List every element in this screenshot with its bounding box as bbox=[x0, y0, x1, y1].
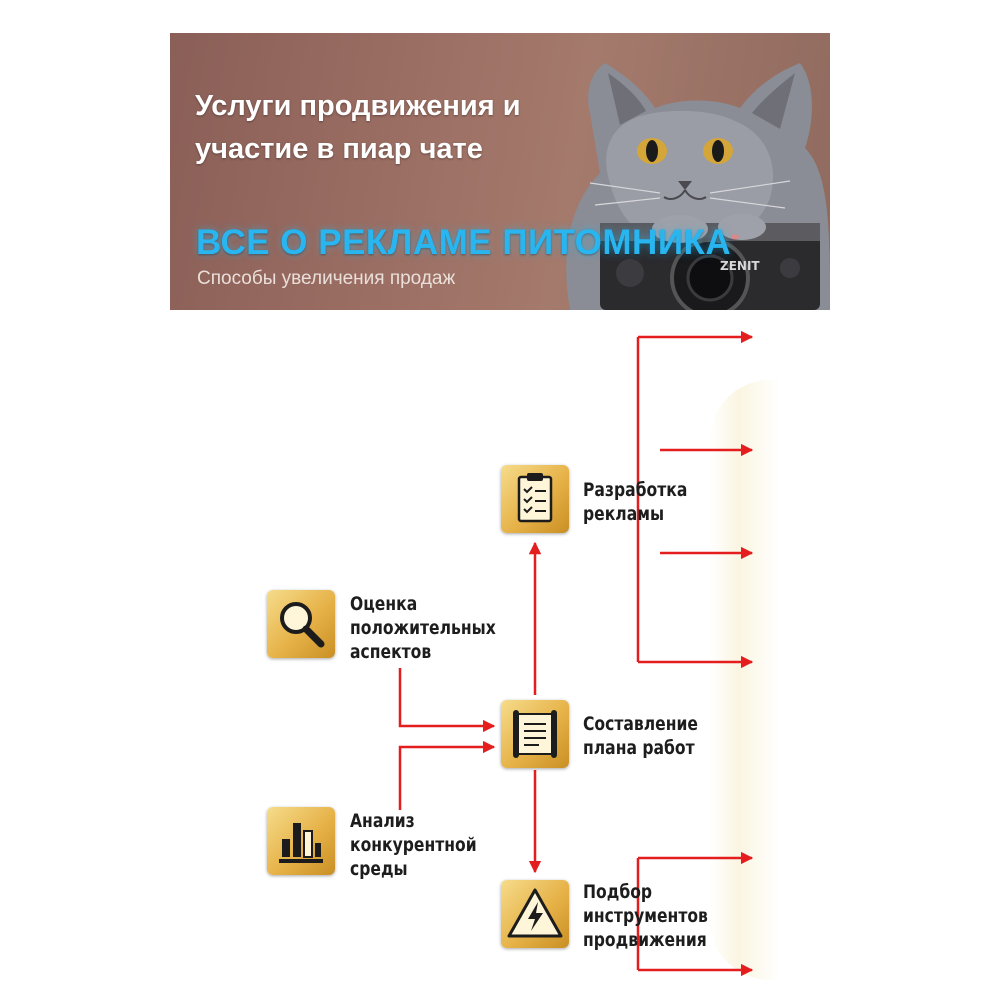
node-eval-line-1: Оценка bbox=[350, 593, 418, 615]
scroll-icon bbox=[513, 710, 557, 758]
node-eval-line-3: аспектов bbox=[350, 641, 432, 663]
node-analysis bbox=[267, 807, 335, 875]
clipboard-icon bbox=[517, 473, 553, 523]
banner-title-line-2: участие в пиар чате bbox=[195, 133, 483, 165]
banner-title: Услуги продвижения и участие в пиар чате bbox=[195, 85, 575, 171]
node-plan bbox=[501, 700, 569, 768]
node-ad-dev-label: Разработка рекламы bbox=[583, 478, 687, 526]
node-plan-line-2: плана работ bbox=[583, 737, 695, 759]
node-analysis-line-1: Анализ bbox=[350, 810, 415, 832]
node-analysis-line-3: среды bbox=[350, 858, 408, 880]
node-ad-dev-line-2: рекламы bbox=[583, 503, 665, 525]
arrow-analysis-to-plan bbox=[398, 740, 496, 810]
background-fade bbox=[710, 380, 780, 980]
node-eval-label: Оценка положительных аспектов bbox=[350, 592, 496, 664]
connector-lines bbox=[398, 330, 754, 977]
camera-brand: ZENIT bbox=[720, 259, 760, 273]
banner-headline: ВСЕ О РЕКЛАМЕ ПИТОМНИКА bbox=[196, 223, 732, 262]
banner-subtitle: Способы увеличения продаж bbox=[197, 268, 456, 289]
node-tools-line-1: Подбор bbox=[583, 881, 653, 903]
cat-with-camera-image: ZENIT bbox=[566, 63, 830, 310]
node-plan-label: Составление плана работ bbox=[583, 712, 698, 760]
node-ad-dev-line-1: Разработка bbox=[583, 479, 688, 501]
promo-banner: ZENIT Услуги продвижения и участие в пиа… bbox=[170, 33, 830, 310]
warning-bolt-icon bbox=[507, 888, 563, 938]
node-tools bbox=[501, 880, 569, 948]
node-eval-line-2: положительных bbox=[350, 617, 496, 639]
node-tools-label: Подбор инструментов продвижения bbox=[583, 880, 708, 952]
node-analysis-line-2: конкурентной bbox=[350, 834, 477, 856]
workflow-diagram: Разработка рекламы Оценка положительных … bbox=[0, 310, 1000, 1000]
node-ad-dev bbox=[501, 465, 569, 533]
node-plan-line-1: Составление bbox=[583, 713, 699, 735]
banner-title-line-1: Услуги продвижения и bbox=[195, 90, 521, 122]
node-tools-line-3: продвижения bbox=[583, 929, 707, 951]
magnifier-icon bbox=[280, 602, 325, 648]
node-tools-line-2: инструментов bbox=[583, 905, 708, 927]
bar-chart-icon bbox=[279, 823, 323, 863]
arrow-eval-to-plan bbox=[398, 668, 496, 733]
node-analysis-label: Анализ конкурентной среды bbox=[350, 809, 477, 881]
node-eval bbox=[267, 590, 335, 658]
